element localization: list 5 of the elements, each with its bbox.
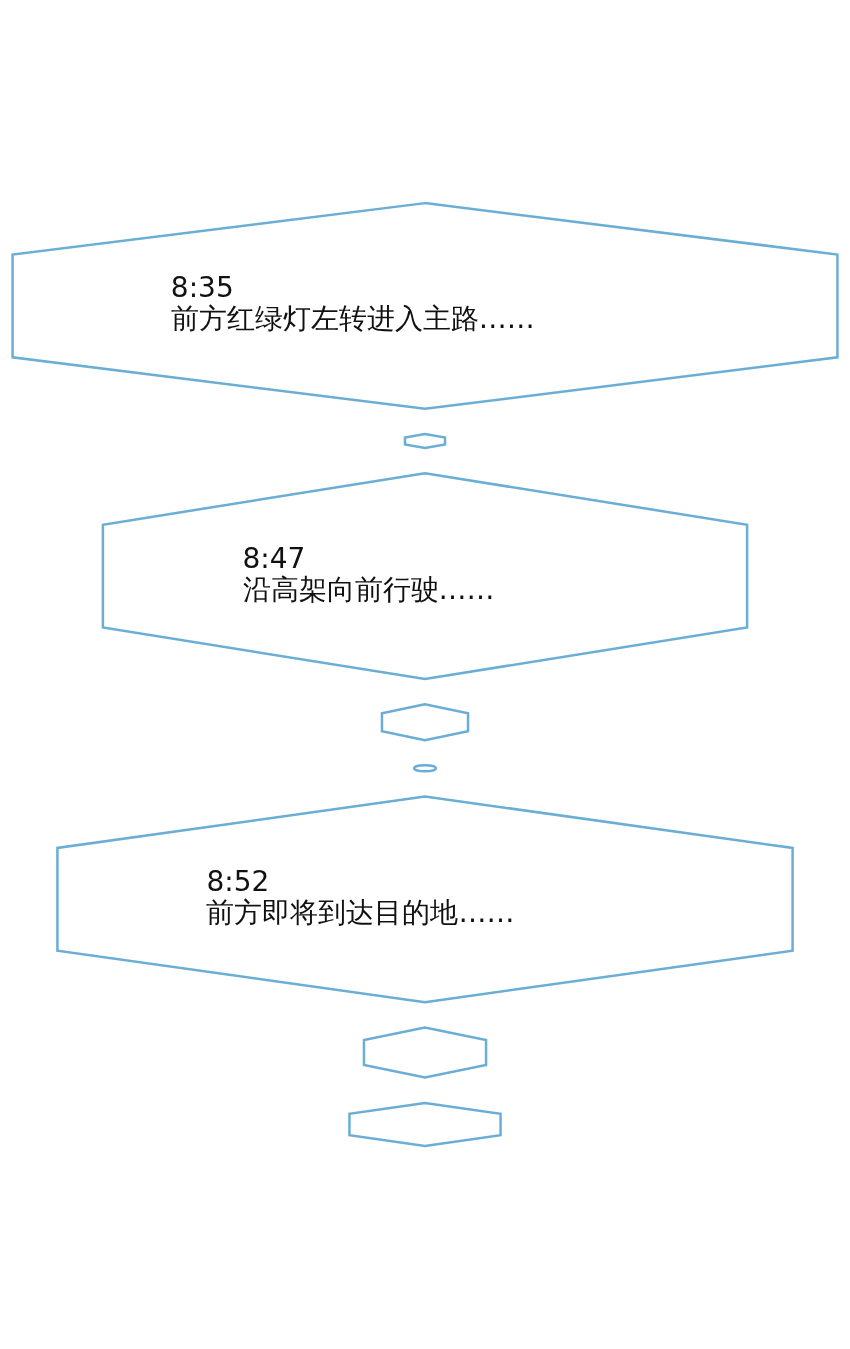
node-hexagon (380, 702, 470, 742)
node-hexagon (348, 1101, 502, 1148)
node-hexagon (362, 1026, 488, 1079)
node-ellipse (412, 764, 438, 773)
node-hexagon (403, 432, 447, 450)
